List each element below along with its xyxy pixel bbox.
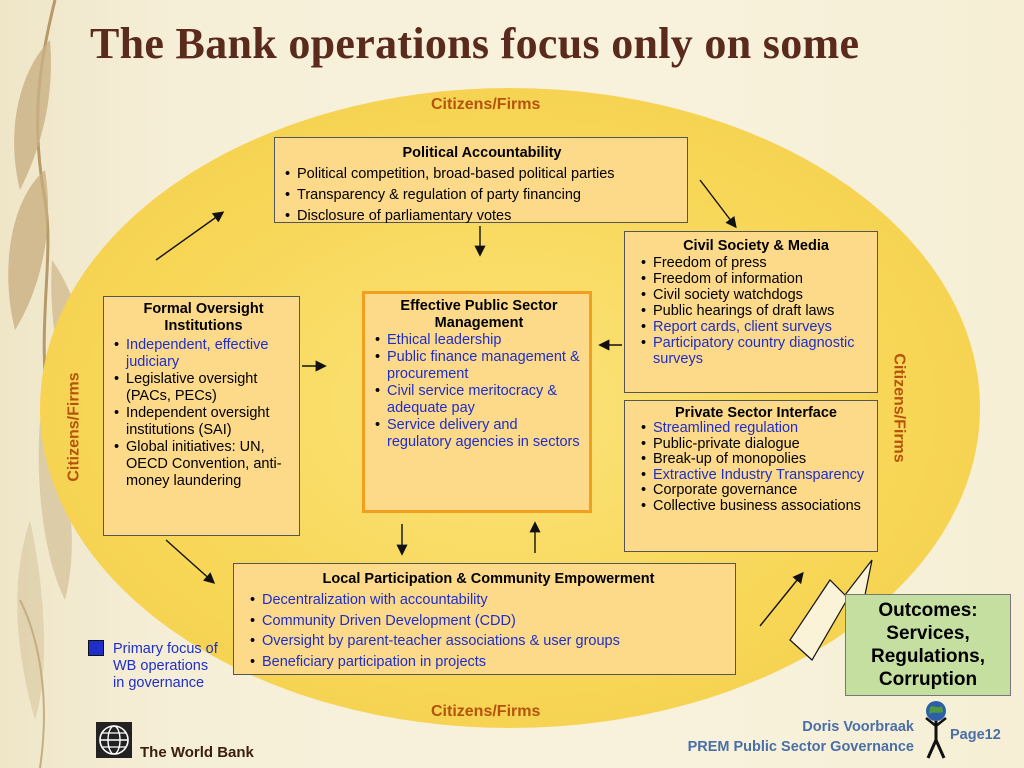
list-item: Global initiatives: UN, OECD Convention,… [114, 439, 293, 490]
legend-text: Primary focus of WB operations in govern… [113, 641, 218, 691]
outcomes-box: Outcomes: Services, Regulations, Corrupt… [845, 594, 1011, 696]
list-item: Freedom of information [641, 271, 871, 287]
author-name: Doris Voorbraak [802, 719, 914, 735]
list-item: Transparency & regulation of party finan… [285, 185, 679, 206]
list-item: Public-private dialogue [641, 436, 871, 453]
private-sector-box: Private Sector Interface Streamlined reg… [624, 400, 878, 552]
citizens-label-top: Citizens/Firms [431, 96, 541, 113]
local-participation-box: Local Participation & Community Empowerm… [233, 563, 736, 675]
author-dept: PREM Public Sector Governance [687, 739, 914, 755]
list-item: Service delivery and regulatory agencies… [375, 417, 583, 451]
list-item: Civil society watchdogs [641, 287, 871, 303]
private-sector-heading: Private Sector Interface [675, 405, 837, 421]
citizens-label-left: Citizens/Firms [65, 372, 83, 482]
outcomes-line-4: Corruption [878, 669, 978, 690]
list-item: Break-up of monopolies [641, 452, 871, 468]
list-item: Collective business associations [641, 498, 871, 515]
list-item: Report cards, client surveys [641, 319, 871, 335]
civil-society-box: Civil Society & Media Freedom of press F… [624, 231, 878, 393]
list-item: Community Driven Development (CDD) [250, 611, 727, 632]
list-item: Disclosure of parliamentary votes [285, 206, 679, 227]
world-bank-label: The World Bank [140, 744, 254, 761]
effective-public-heading: Effective Public Sector Management [400, 298, 558, 331]
list-item: Freedom of press [641, 255, 871, 271]
formal-oversight-box: Formal Oversight Institutions Independen… [103, 296, 300, 536]
list-item: Civil service meritocracy & adequate pay [375, 383, 583, 417]
citizens-label-right: Citizens/Firms [890, 353, 908, 463]
local-participation-heading: Local Participation & Community Empowerm… [322, 571, 655, 587]
list-item: Streamlined regulation [641, 420, 871, 437]
world-bank-logo-icon [96, 722, 132, 758]
citizens-label-bottom: Citizens/Firms [431, 703, 541, 720]
civil-society-heading: Civil Society & Media [683, 238, 829, 254]
globe-figure-icon [925, 701, 947, 759]
page-number: Page12 [950, 727, 1001, 743]
footer-author: Doris Voorbraak PREM Public Sector Gover… [688, 717, 914, 757]
list-item: Participatory country diagnostic surveys [641, 335, 871, 367]
list-item: Ethical leadership [375, 332, 583, 349]
list-item: Public hearings of draft laws [641, 303, 871, 319]
list-item: Legislative oversight (PACs, PECs) [114, 371, 293, 405]
legend-swatch [88, 640, 104, 656]
outcomes-line-1: Outcomes: [878, 600, 978, 621]
list-item: Oversight by parent-teacher associations… [250, 631, 727, 652]
formal-oversight-heading: Formal Oversight Institutions [143, 301, 264, 334]
outcomes-line-2: Services, [886, 623, 970, 644]
list-item: Corporate governance [641, 483, 871, 499]
page-title: The Bank operations focus only on some [90, 19, 860, 68]
list-item: Independent oversight institutions (SAI) [114, 405, 293, 439]
list-item: Extractive Industry Transparency [641, 467, 871, 484]
list-item: Public finance management & procurement [375, 349, 583, 383]
list-item: Political competition, broad-based polit… [285, 164, 679, 185]
list-item: Beneficiary participation in projects [250, 652, 727, 673]
effective-public-sector-box: Effective Public Sector Management Ethic… [362, 291, 592, 513]
outcomes-line-3: Regulations, [870, 646, 985, 667]
political-accountability-heading: Political Accountability [402, 145, 562, 161]
list-item: Independent, effective judiciary [114, 337, 293, 371]
political-accountability-box: Political Accountability Political compe… [274, 137, 688, 227]
list-item: Decentralization with accountability [250, 590, 727, 611]
